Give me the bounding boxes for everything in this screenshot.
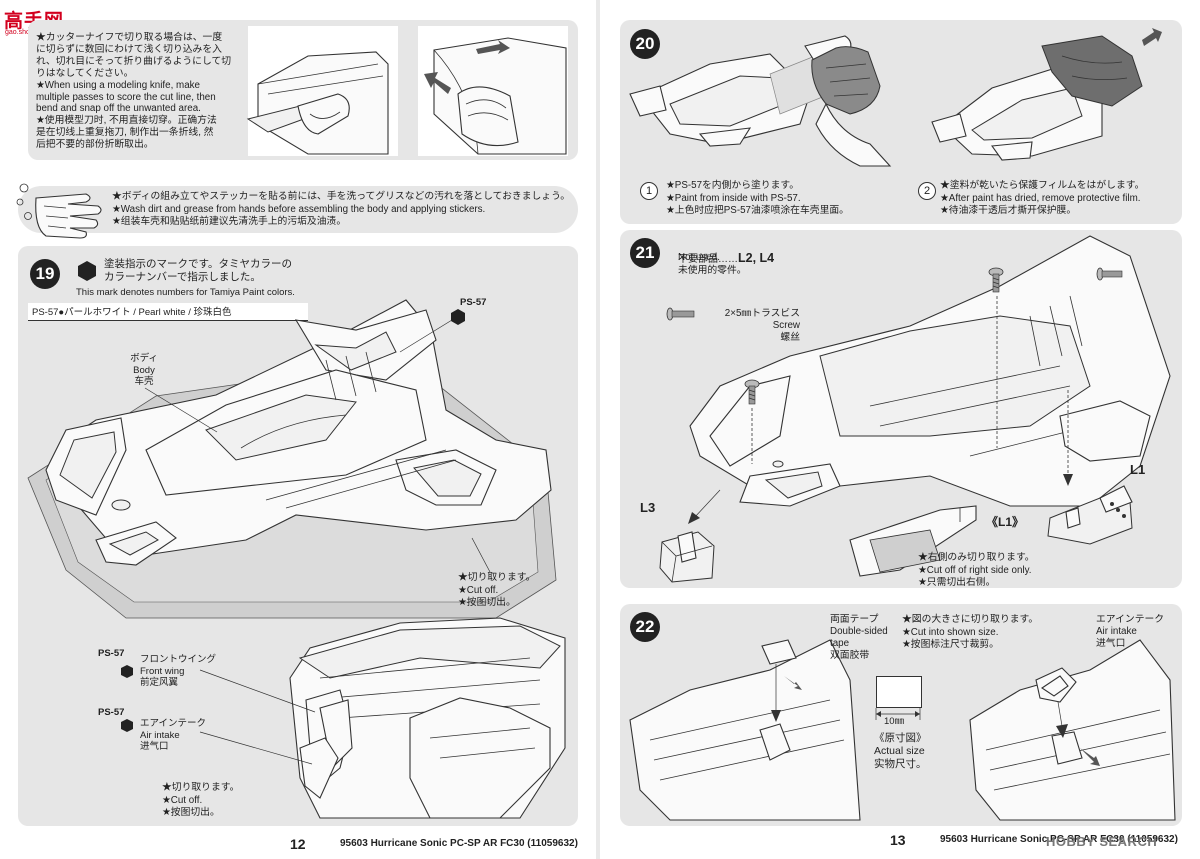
paint-mark-jp: 塗装指示のマークです。タミヤカラーの カラーナンバーで指示しました。 bbox=[104, 258, 292, 283]
right-page: 20 1 ★PS-57を内側から塗ります。 ★Paint from inside… bbox=[600, 0, 1200, 859]
knife-note-text: ★カッターナイフで切り取る場合は、一度 に切らずに数回にわけて浅く切り込みを入 … bbox=[36, 32, 232, 151]
ps57-label-intake: PS-57 bbox=[98, 707, 125, 718]
spare-screw-icon bbox=[1096, 267, 1123, 281]
front-wing-label: フロントウイング Front wing 前定风翼 bbox=[140, 654, 217, 688]
hand-wash-icon bbox=[16, 183, 102, 239]
step20-sub2-number: 2 bbox=[918, 182, 936, 200]
step20-number: 20 bbox=[630, 29, 660, 59]
part-l1 bbox=[1047, 485, 1133, 545]
ps57-leader bbox=[399, 319, 453, 353]
left-footer: 95603 Hurricane Sonic PC-SP AR FC30 (110… bbox=[340, 838, 578, 849]
ps57-label-top: PS-57 bbox=[460, 297, 487, 308]
cut-off-note-2: ★切り取ります。 ★Cut off. ★按图切出。 bbox=[162, 782, 240, 818]
right-footer: 95603 Hurricane Sonic PC-SP AR FC30 (110… bbox=[940, 834, 1178, 845]
step20-sub1-text: ★PS-57を内側から塗ります。 ★Paint from inside with… bbox=[666, 180, 849, 216]
paint-mark-icon bbox=[78, 261, 96, 281]
left-page-number: 12 bbox=[290, 836, 306, 852]
step22-number: 22 bbox=[630, 612, 660, 642]
step20-sub2-text: ★塗料が乾いたら保護フィルムをはがします。 ★After paint has d… bbox=[940, 180, 1145, 216]
not-used-parts: L2, L4 bbox=[738, 250, 775, 265]
screw-icon-top bbox=[988, 267, 1004, 293]
front-wing-illustration bbox=[289, 617, 566, 819]
step21-number: 21 bbox=[630, 238, 660, 268]
knife-illustration bbox=[246, 26, 568, 156]
paint-legend: PS-57●パールホワイト / Pearl white / 珍珠白色 bbox=[32, 307, 232, 318]
screw-leader-front bbox=[751, 408, 753, 464]
l3-arrow bbox=[688, 489, 721, 524]
not-used-en: Not used. 未使用的零件。 bbox=[678, 252, 747, 276]
page-gutter bbox=[596, 0, 600, 859]
l1-sprue-callout bbox=[849, 505, 977, 577]
l1-callout-label: 《L1》 bbox=[986, 515, 1025, 529]
tape-size-box bbox=[876, 676, 922, 708]
cut-off-leader-1 bbox=[471, 537, 491, 573]
paint-legend-box bbox=[28, 303, 308, 321]
actual-size-label: 《原寸図》 Actual size 实物尺寸。 bbox=[874, 732, 927, 770]
l3-label: L3 bbox=[640, 500, 656, 515]
left-page: 高手网 gao.shou.com ★カッターナイフで切り取る場合は、一度 に切ら… bbox=[0, 0, 596, 859]
l1-arrow bbox=[1063, 390, 1073, 486]
ps57-marker-intake bbox=[121, 719, 133, 732]
spray-paint-illustration bbox=[629, 35, 892, 167]
not-used-jp-text: 不要部品…… bbox=[678, 253, 738, 265]
intake-apply-illustration bbox=[969, 639, 1176, 821]
not-used-jp: 不要部品……L2, L4 bbox=[678, 239, 878, 266]
air-intake-leader bbox=[199, 731, 313, 765]
part-l3 bbox=[659, 531, 715, 583]
ps57-marker-wing bbox=[121, 665, 133, 678]
air-intake-label: エアインテーク Air intake 进气口 bbox=[140, 718, 207, 752]
dimension-line bbox=[875, 708, 921, 720]
car-assembly-illustration bbox=[689, 235, 1171, 507]
screw-leader-top bbox=[996, 296, 998, 448]
hobby-search-watermark: HOBBY SEARCH bbox=[1046, 834, 1158, 849]
body-label: ボディ Body 车壳 bbox=[130, 353, 158, 387]
car-body-illustration bbox=[27, 299, 557, 619]
dimension-label: 10㎜ bbox=[884, 716, 905, 727]
step19-number: 19 bbox=[30, 259, 60, 289]
peel-film-illustration bbox=[931, 28, 1162, 161]
air-intake-label-22: エアインテーク Air intake 进气口 bbox=[1096, 614, 1165, 649]
step20-sub1-number: 1 bbox=[640, 182, 658, 200]
wash-note-panel bbox=[18, 186, 578, 233]
l1-label: L1 bbox=[1130, 462, 1146, 477]
wash-note-text: ★ボディの組み立てやステッカーを貼る前には、手を洗ってグリスなどの汚れを落として… bbox=[112, 191, 571, 227]
cut-size-note: ★図の大きさに切り取ります。 ★Cut into shown size. ★按图… bbox=[902, 614, 1039, 650]
logo-url: gao.shou.com bbox=[5, 29, 49, 36]
right-page-number: 13 bbox=[890, 832, 906, 848]
screw-icon-front bbox=[744, 379, 760, 405]
screw-label: 2×5㎜トラスビス Screw 螺丝 bbox=[724, 308, 800, 343]
tape-label: 両面テープ Double-sided tape 双面胶带 bbox=[830, 614, 888, 661]
ps57-marker-top bbox=[451, 309, 465, 325]
cut-off-note-1: ★切り取ります。 ★Cut off. ★按图切出。 bbox=[458, 572, 536, 608]
ps57-label-wing: PS-57 bbox=[98, 648, 125, 659]
body-leader bbox=[144, 387, 218, 433]
tape-apply-illustration bbox=[629, 639, 861, 821]
front-wing-leader bbox=[199, 669, 316, 713]
cut-right-note: ★右側のみ切り取ります。 ★Cut off of right side only… bbox=[918, 552, 1035, 588]
screw-icon-side bbox=[666, 307, 695, 321]
paint-mark-en: This mark denotes numbers for Tamiya Pai… bbox=[76, 287, 295, 298]
